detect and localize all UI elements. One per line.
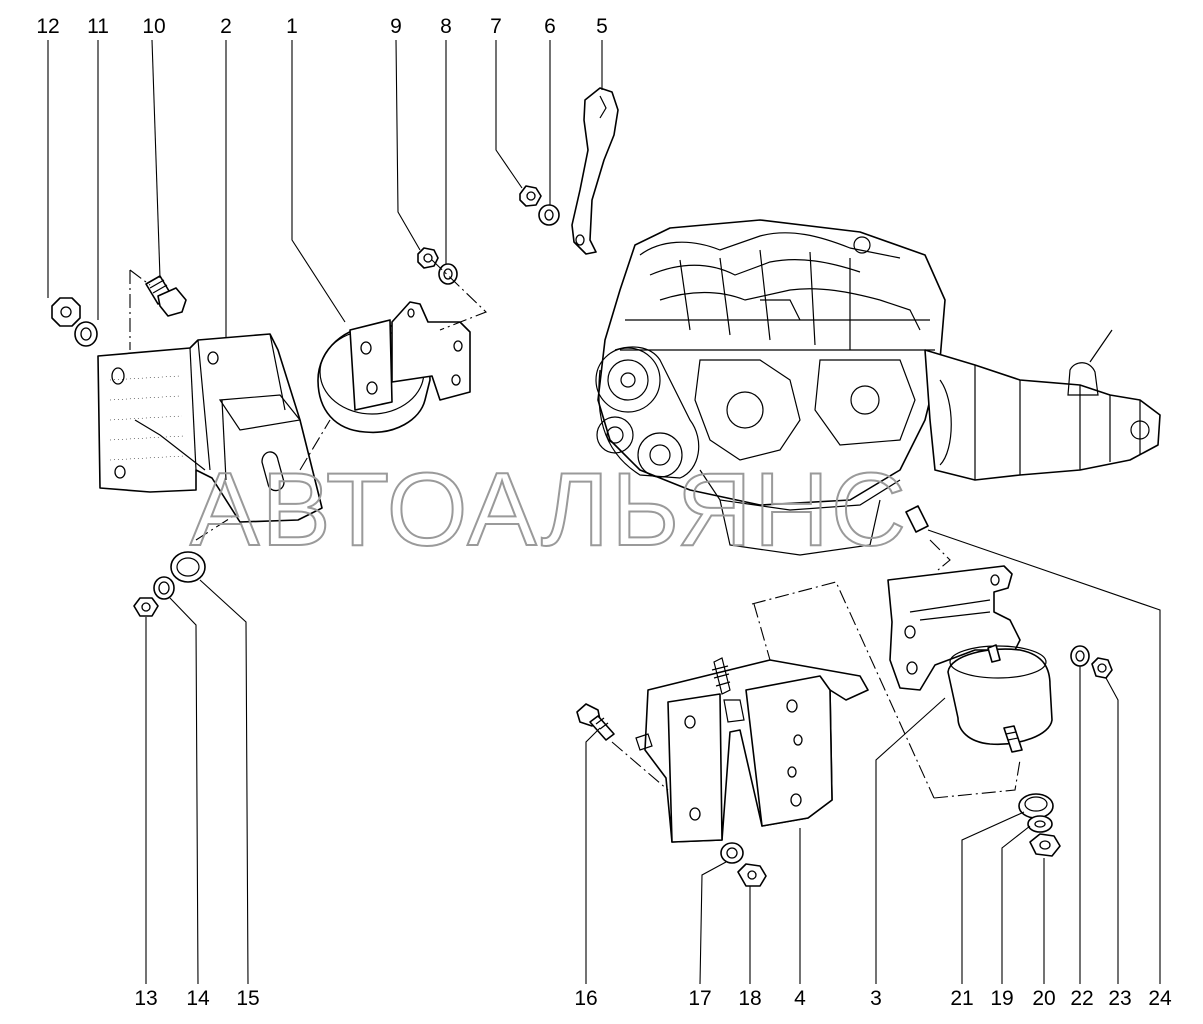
callout-23: 23: [1108, 987, 1131, 1010]
washer-19: [1027, 815, 1053, 833]
nut-23: [1091, 657, 1113, 679]
washer-11: [74, 321, 98, 347]
nut-13: [133, 597, 159, 617]
bracket-5: [571, 87, 619, 255]
nut-12: [51, 297, 81, 327]
engine-gearbox-assembly: [595, 219, 1161, 556]
nut-7: [519, 185, 542, 207]
nut-9: [417, 247, 439, 269]
callout-22: 22: [1070, 987, 1093, 1010]
washer-6: [538, 204, 560, 226]
callout-17: 17: [688, 987, 711, 1010]
watermark-text: АВТОАЛЬЯНС: [190, 452, 908, 568]
callout-numbers: 12 11 10 2 1 9 8 7 6 5 13 14 15 16 17 18…: [36, 15, 1172, 1010]
callout-4: 4: [794, 987, 806, 1010]
callout-8: 8: [440, 15, 452, 38]
callout-24: 24: [1148, 987, 1172, 1010]
callout-18: 18: [738, 987, 761, 1010]
callout-2: 2: [220, 15, 232, 38]
callout-14: 14: [186, 987, 210, 1010]
washer-15: [170, 551, 206, 583]
callout-15: 15: [236, 987, 259, 1010]
callout-13: 13: [134, 987, 157, 1010]
leader-lines: [47, 39, 1161, 985]
washer-21: [1018, 793, 1054, 819]
rubber-mount-3: [887, 565, 1053, 753]
callout-11: 11: [87, 15, 109, 38]
callout-20: 20: [1032, 987, 1055, 1010]
callout-3: 3: [870, 987, 882, 1010]
washer-22: [1070, 645, 1090, 667]
callout-7: 7: [490, 15, 502, 38]
callout-21: 21: [950, 987, 973, 1010]
callout-10: 10: [142, 15, 165, 38]
bracket-4: [635, 657, 869, 843]
washer-17: [720, 842, 744, 864]
bolt-10: [145, 275, 187, 317]
bolt-16: [576, 703, 615, 741]
callout-1: 1: [286, 15, 298, 38]
rubber-mount-1: [317, 301, 471, 434]
callout-16: 16: [574, 987, 597, 1010]
nut-20: [1029, 833, 1061, 857]
callout-12: 12: [36, 15, 59, 38]
callout-19: 19: [990, 987, 1013, 1010]
callout-6: 6: [544, 15, 556, 38]
callout-5: 5: [596, 15, 608, 38]
callout-9: 9: [390, 15, 402, 38]
nut-18: [737, 863, 767, 887]
assembly-center-lines: [129, 259, 1021, 799]
bracket-2: [97, 333, 323, 523]
washer-14: [153, 576, 175, 600]
